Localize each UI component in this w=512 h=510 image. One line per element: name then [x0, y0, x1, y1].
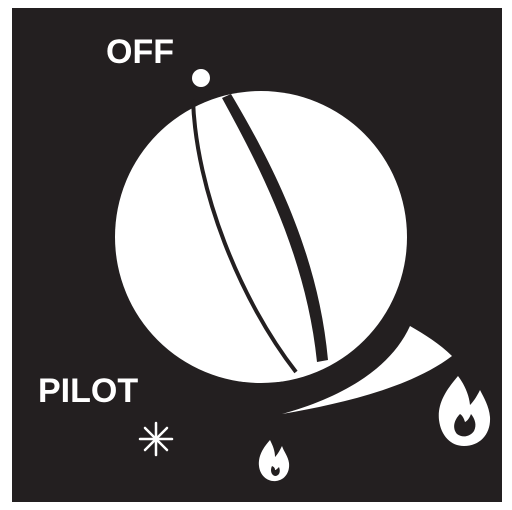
small-flame-icon	[259, 440, 289, 481]
large-flame-icon	[439, 376, 490, 446]
pilot-position-label: PILOT	[38, 374, 138, 408]
dot-icon	[192, 69, 210, 87]
control-knob[interactable]	[115, 91, 407, 383]
knob-face[interactable]	[115, 91, 407, 383]
off-position-label: OFF	[106, 35, 174, 69]
spark-icon	[140, 423, 172, 455]
